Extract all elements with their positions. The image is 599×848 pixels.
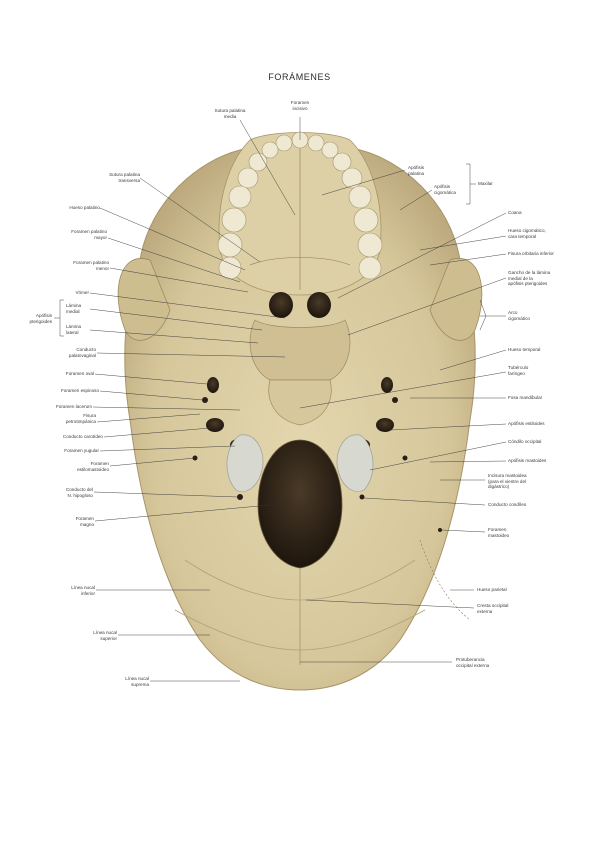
occipital-condyle-right <box>336 434 374 492</box>
zygomatic-arch-right <box>429 258 483 341</box>
carotid-canal-left <box>206 418 224 432</box>
inferior-nuchal-line <box>184 559 416 601</box>
basi-occiput <box>268 379 332 426</box>
bracket-arco <box>479 299 487 331</box>
label-coana: Coana <box>508 210 522 215</box>
label-conducto-condileo: Conducto condíleo <box>488 502 527 507</box>
transverse-palatine-suture <box>249 257 351 266</box>
foramen-magnum <box>257 439 343 569</box>
foramen-oval-right <box>381 377 393 393</box>
label-apofisis-estiloides: Apófisis estiloides <box>508 421 545 426</box>
label-foramen-lacerum: Foramen lacerum <box>56 404 92 409</box>
leader-lines <box>89 117 507 682</box>
bracket-pterigoides <box>54 299 64 337</box>
zygomatic-arch-left <box>117 258 171 341</box>
choana-right <box>307 292 331 318</box>
occipital-condyle-left <box>226 434 264 492</box>
bracket-maxilar <box>466 163 476 205</box>
label-hueso-temporal: Hueso temporal <box>508 347 541 352</box>
label-foramen-yugular: Foramen yugular <box>64 448 99 453</box>
carotid-canal-right <box>376 418 394 432</box>
label-apofisis-mastoides: Apófisis mastoides <box>508 458 547 463</box>
label-hueso-parietal: Hueso parietal <box>477 587 507 592</box>
label-vomer: Vómer <box>75 290 89 295</box>
hypoglossal-left <box>237 494 243 500</box>
choana-left <box>269 292 293 318</box>
label-hueso-palatino: Hueso palatino <box>69 205 100 210</box>
condylar-canal-right <box>359 494 365 500</box>
label-condilo-occipital: Cóndilo occipital <box>508 439 542 444</box>
basi-sphenoid <box>249 319 351 381</box>
foramen-oval-left <box>207 377 219 393</box>
teeth-row <box>217 131 383 280</box>
label-fisura-orbitaria-inferior: Fisura orbitaria inferior <box>508 251 554 256</box>
label-foramen-oval: Foramen oval <box>65 371 94 376</box>
foramen-spinosum-left <box>202 397 208 403</box>
superior-nuchal-line <box>174 609 426 651</box>
foramen-spinosum-right <box>392 397 398 403</box>
stylomastoid-right <box>402 455 408 461</box>
mastoid-foramen-right <box>438 528 442 532</box>
page-title: FORÁMENES <box>268 72 331 82</box>
label-foramen-espinoso: Foramen espinoso <box>60 388 99 393</box>
label-conducto-carotideo: Conducto carotídeo <box>62 434 103 439</box>
lambdoid-suture-right <box>419 539 471 621</box>
label-maxilar: Maxilar <box>478 181 493 186</box>
label-fosa-mandibular: Fosa mandibular <box>508 395 543 400</box>
label-hueso-cigomatico: Hueso cigomático,cara temporal <box>508 228 546 239</box>
